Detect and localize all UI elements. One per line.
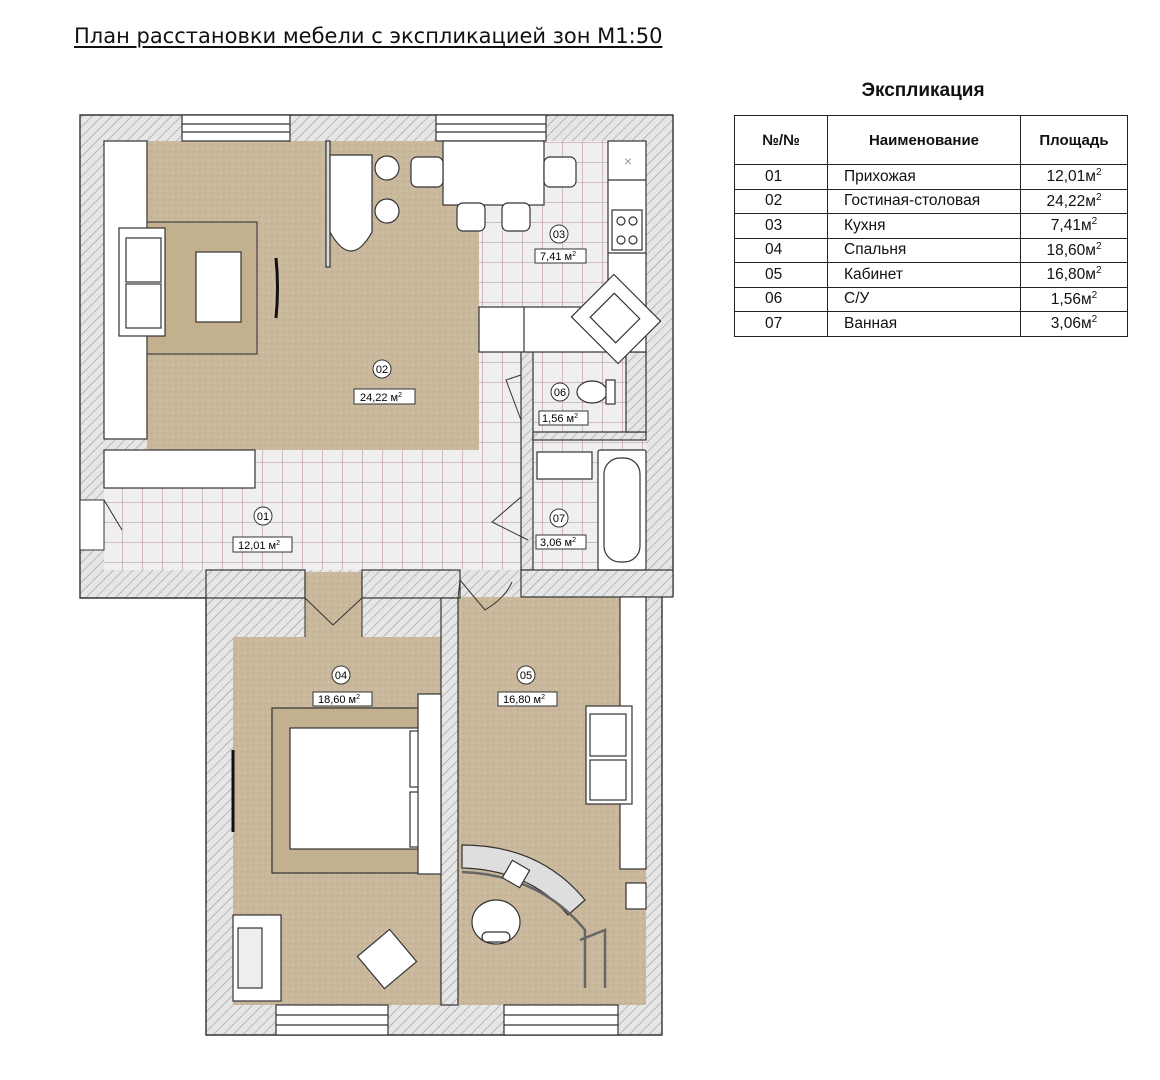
table-header-row: №/№ Наименование Площадь — [734, 115, 1128, 165]
svg-text:06: 06 — [554, 387, 566, 399]
table-row: 01 Прихожая 12,01м2 — [734, 164, 1128, 190]
bath-furniture — [536, 379, 647, 571]
svg-text:×: × — [624, 153, 632, 169]
svg-text:1,56 м2: 1,56 м2 — [542, 413, 578, 425]
cell-number: 07 — [734, 311, 828, 337]
svg-text:18,60 м2: 18,60 м2 — [318, 694, 360, 706]
doors — [79, 374, 529, 637]
table-row: 04 Спальня 18,60м2 — [734, 237, 1128, 263]
laptop — [501, 859, 531, 889]
cell-number: 01 — [734, 164, 828, 190]
cell-number: 06 — [734, 286, 828, 312]
col-area: Площадь — [1020, 115, 1128, 165]
dining-table — [442, 140, 545, 206]
stove — [611, 209, 643, 251]
cell-number: 02 — [734, 188, 828, 214]
table-row: 03 Кухня 7,41м2 — [734, 213, 1128, 239]
cell-area: 7,41м2 — [1020, 213, 1128, 239]
toilet — [576, 380, 608, 404]
cell-area: 1,56м2 — [1020, 286, 1128, 312]
kitchen-furniture: × — [478, 140, 662, 365]
svg-text:03: 03 — [553, 229, 565, 241]
coffee-table — [195, 251, 242, 323]
table-row: 02 Гостиная-столовая 24,22м2 — [734, 188, 1128, 214]
cell-name: Прихожая — [827, 164, 1021, 190]
svg-text:04: 04 — [335, 670, 347, 682]
stool-1 — [374, 155, 400, 181]
col-number: №/№ — [734, 115, 828, 165]
col-name: Наименование — [827, 115, 1021, 165]
stool-2 — [374, 198, 400, 224]
page-title: План расстановки мебели с экспликацией з… — [74, 24, 663, 48]
hall-wardrobe — [103, 449, 256, 489]
explication-table: №/№ Наименование Площадь 01 Прихожая 12,… — [734, 115, 1128, 337]
room-labels: 01 12,01 м2 02 24,22 м2 03 7,41 м2 04 18… — [232, 224, 589, 707]
tv — [274, 257, 279, 319]
room-label-01: 01 12,01 м2 — [232, 506, 293, 553]
bedroom-furniture — [231, 693, 442, 1002]
svg-text:01: 01 — [257, 511, 269, 523]
explication-heading: Экспликация — [861, 80, 985, 101]
table-row: 07 Ванная 3,06м2 — [734, 311, 1128, 337]
svg-text:07: 07 — [553, 513, 565, 525]
svg-text:3,06 м2: 3,06 м2 — [540, 537, 576, 549]
room-label-03: 03 7,41 м2 — [534, 224, 587, 264]
svg-text:05: 05 — [520, 670, 532, 682]
svg-text:7,41 м2: 7,41 м2 — [540, 251, 576, 263]
armchair — [356, 928, 418, 990]
cell-number: 03 — [734, 213, 828, 239]
living-furniture — [103, 140, 577, 489]
cell-area: 3,06м2 — [1020, 311, 1128, 337]
cell-area: 18,60м2 — [1020, 237, 1128, 263]
cell-name: Кухня — [827, 213, 1021, 239]
cell-name: Спальня — [827, 237, 1021, 263]
room-label-05: 05 16,80 м2 — [497, 665, 558, 707]
cell-area: 12,01м2 — [1020, 164, 1128, 190]
table-row: 05 Кабинет 16,80м2 — [734, 262, 1128, 288]
windows — [181, 114, 619, 1036]
svg-text:02: 02 — [376, 364, 388, 376]
room-label-07: 07 3,06 м2 — [535, 508, 587, 550]
washbasin — [536, 451, 593, 480]
cell-name: С/У — [827, 286, 1021, 312]
cell-name: Гостиная-столовая — [827, 188, 1021, 214]
room-label-06: 06 1,56 м2 — [538, 382, 589, 426]
svg-text:16,80 м2: 16,80 м2 — [503, 694, 545, 706]
cell-area: 16,80м2 — [1020, 262, 1128, 288]
svg-text:12,01 м2: 12,01 м2 — [238, 540, 280, 552]
table-row: 06 С/У 1,56м2 — [734, 286, 1128, 312]
room-label-02: 02 24,22 м2 — [353, 359, 416, 405]
cell-name: Кабинет — [827, 262, 1021, 288]
svg-text:24,22 м2: 24,22 м2 — [360, 392, 402, 404]
cell-number: 05 — [734, 262, 828, 288]
bar-counter — [329, 154, 373, 252]
room-label-04: 04 18,60 м2 — [312, 665, 373, 707]
cell-area: 24,22м2 — [1020, 188, 1128, 214]
cell-number: 04 — [734, 237, 828, 263]
interior-walls — [205, 345, 674, 1006]
floor-hall — [104, 352, 521, 570]
study-furniture — [461, 596, 647, 988]
cell-name: Ванная — [827, 311, 1021, 337]
bedroom-closet — [417, 693, 442, 875]
